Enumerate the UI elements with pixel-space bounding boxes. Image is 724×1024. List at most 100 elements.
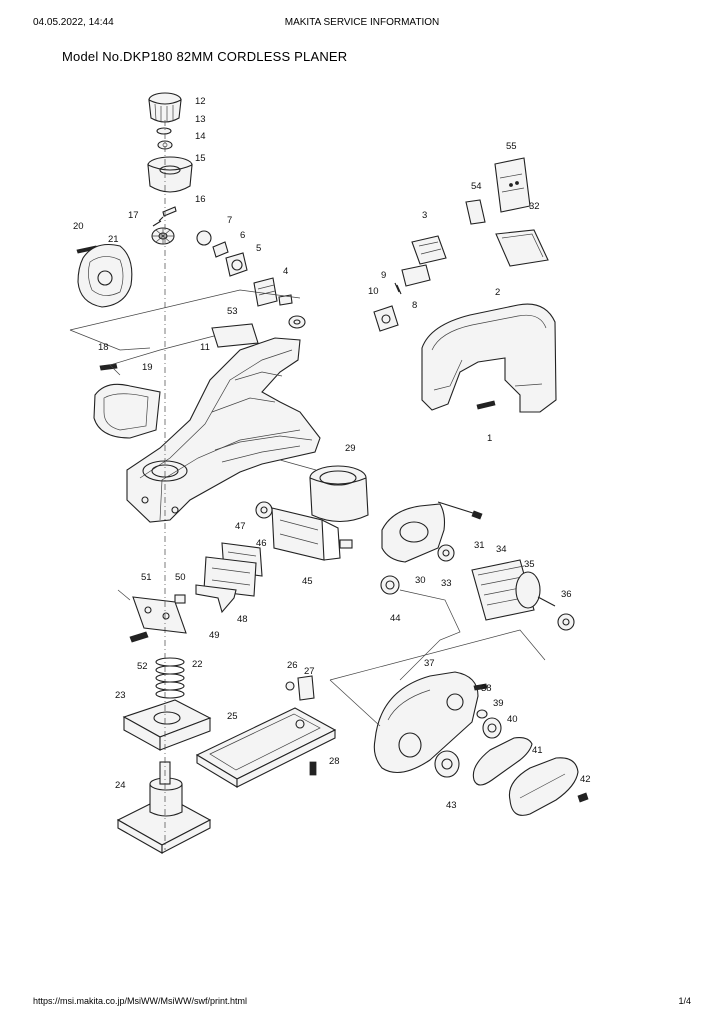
page-title: Model No.DKP180 82MM CORDLESS PLANER xyxy=(62,49,348,64)
part-number-22: 22 xyxy=(192,659,203,670)
part-number-36: 36 xyxy=(561,589,572,600)
battery-terminal xyxy=(495,229,549,267)
part-number-14: 14 xyxy=(195,131,206,142)
part-number-41: 41 xyxy=(532,745,543,756)
part-number-21: 21 xyxy=(108,234,119,245)
belt-cover-inner xyxy=(373,671,479,774)
part-number-19: 19 xyxy=(142,362,153,373)
part-number-10: 10 xyxy=(368,286,379,297)
field-magnet xyxy=(309,465,369,523)
part-number-53: 53 xyxy=(227,306,238,317)
small-block xyxy=(174,594,186,604)
part-number-18: 18 xyxy=(98,342,109,353)
part-number-40: 40 xyxy=(507,714,518,725)
base-pad xyxy=(122,699,212,751)
bolt-part xyxy=(129,631,149,643)
part-number-9: 9 xyxy=(381,270,386,281)
part-number-2: 2 xyxy=(495,287,500,298)
screw-part xyxy=(473,683,488,691)
handle-cover xyxy=(421,303,557,413)
drum-plate xyxy=(132,596,187,634)
part-number-48: 48 xyxy=(237,614,248,625)
pin-part xyxy=(285,681,295,691)
driven-pulley xyxy=(434,750,460,778)
blade-clamp xyxy=(195,584,237,614)
part-number-12: 12 xyxy=(195,96,206,107)
drive-pulley xyxy=(482,717,502,739)
switch-block xyxy=(411,235,447,265)
label-disc xyxy=(196,230,212,246)
lever-clip xyxy=(212,241,229,258)
depth-adjust-knob xyxy=(148,92,182,123)
part-number-54: 54 xyxy=(471,181,482,192)
part-number-29: 29 xyxy=(345,443,356,454)
part-number-37: 37 xyxy=(424,658,435,669)
main-housing xyxy=(126,337,321,523)
part-number-47: 47 xyxy=(235,521,246,532)
part-number-43: 43 xyxy=(446,800,457,811)
part-number-35: 35 xyxy=(524,559,535,570)
drum-assembly xyxy=(271,507,353,561)
part-number-6: 6 xyxy=(240,230,245,241)
part-number-38: 38 xyxy=(481,683,492,694)
part-number-25: 25 xyxy=(227,711,238,722)
part-number-42: 42 xyxy=(580,774,591,785)
pin-part xyxy=(162,206,177,217)
part-number-52: 52 xyxy=(137,661,148,672)
part-number-33: 33 xyxy=(441,578,452,589)
part-number-30: 30 xyxy=(415,575,426,586)
motor-housing xyxy=(381,503,446,563)
part-number-4: 4 xyxy=(283,266,288,277)
part-labels: 1234567891011121314151617181920212223242… xyxy=(73,96,591,811)
part-number-20: 20 xyxy=(73,221,84,232)
switch-lever xyxy=(225,252,248,277)
part-number-46: 46 xyxy=(256,538,267,549)
bearing-part xyxy=(380,575,400,595)
part-number-44: 44 xyxy=(390,613,401,624)
print-timestamp: 04.05.2022, 14:44 xyxy=(33,17,114,28)
bearing-part xyxy=(557,613,575,631)
washer-part xyxy=(156,127,172,135)
belt-cover-outer xyxy=(508,757,579,816)
adjust-gear xyxy=(151,216,175,245)
part-number-32: 32 xyxy=(529,201,540,212)
name-plate xyxy=(211,323,259,348)
part-number-13: 13 xyxy=(195,114,206,125)
shoe-assembly xyxy=(116,761,212,854)
dial-ring xyxy=(147,156,193,193)
spring-part xyxy=(394,282,402,295)
drive-belt xyxy=(472,737,533,786)
part-number-8: 8 xyxy=(412,300,417,311)
part-number-51: 51 xyxy=(141,572,152,583)
blade-part xyxy=(203,556,257,597)
part-number-1: 1 xyxy=(487,433,492,444)
part-number-17: 17 xyxy=(128,210,139,221)
washer-part xyxy=(476,709,488,719)
bearing-part xyxy=(437,544,455,562)
part-number-15: 15 xyxy=(195,153,206,164)
part-number-5: 5 xyxy=(256,243,261,254)
switch-unit xyxy=(253,277,306,329)
page-number: 1/4 xyxy=(678,996,691,1006)
part-number-39: 39 xyxy=(493,698,504,709)
screw-part xyxy=(476,400,496,410)
compression-spring xyxy=(155,657,185,699)
part-number-3: 3 xyxy=(422,210,427,221)
lever-part xyxy=(401,264,431,287)
part-number-50: 50 xyxy=(175,572,186,583)
part-number-45: 45 xyxy=(302,576,313,587)
part-number-26: 26 xyxy=(287,660,298,671)
site-title: MAKITA SERVICE INFORMATION xyxy=(284,17,440,28)
part-number-55: 55 xyxy=(506,141,517,152)
part-number-7: 7 xyxy=(227,215,232,226)
part-number-49: 49 xyxy=(209,630,220,641)
lock-button xyxy=(373,305,399,332)
screw-part xyxy=(309,761,317,776)
cylinder-part xyxy=(465,199,486,225)
part-drawings xyxy=(76,92,589,854)
assembly-lines xyxy=(69,120,546,850)
part-number-16: 16 xyxy=(195,194,206,205)
screw-part xyxy=(577,792,589,803)
rear-cover xyxy=(93,383,161,439)
